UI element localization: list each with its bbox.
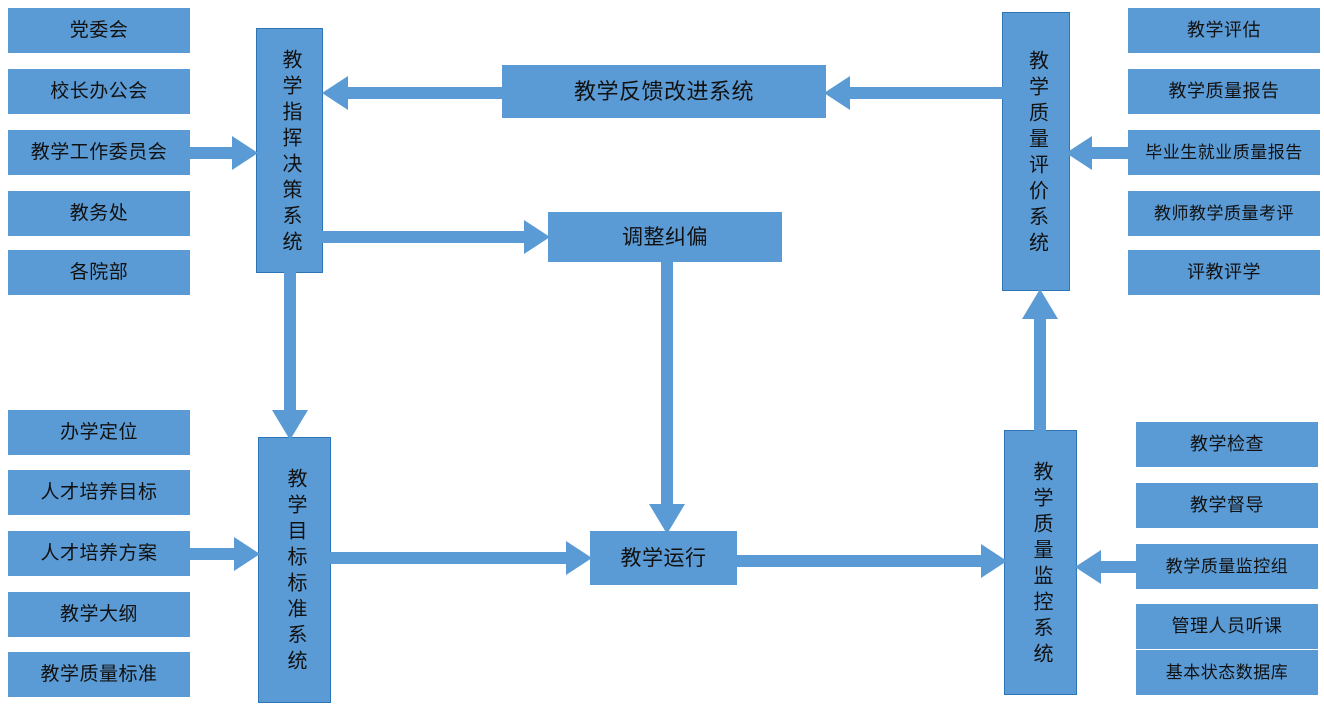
node-command-decision-system[interactable]: 教学指挥决策系统 xyxy=(256,28,323,273)
list-item-left-top-0[interactable]: 党委会 xyxy=(8,8,190,53)
node-quality-evaluation-system[interactable]: 教学质量评价系统 xyxy=(1002,12,1070,291)
list-item-right-bottom-3[interactable]: 管理人员听课 xyxy=(1136,604,1318,649)
arrow-right-bottom-items-to-quality-monitor xyxy=(1075,550,1141,584)
list-item-right-bottom-4[interactable]: 基本状态数据库 xyxy=(1136,650,1318,695)
list-item-left-top-1[interactable]: 校长办公会 xyxy=(8,69,190,114)
arrow-command-to-adjust xyxy=(322,220,550,254)
node-teaching-operation[interactable]: 教学运行 xyxy=(590,531,737,585)
list-item-left-bottom-4[interactable]: 教学质量标准 xyxy=(8,652,190,697)
node-feedback-improvement-system[interactable]: 教学反馈改进系统 xyxy=(502,65,826,118)
list-item-right-top-3[interactable]: 教师教学质量考评 xyxy=(1128,191,1320,236)
list-item-left-bottom-2[interactable]: 人才培养方案 xyxy=(8,531,190,576)
arrow-quality-eval-to-feedback xyxy=(824,76,1004,110)
arrow-goal-standard-to-operation xyxy=(330,541,592,575)
arrow-feedback-to-command xyxy=(322,76,504,110)
node-goal-standard-system[interactable]: 教学目标标准系统 xyxy=(258,437,331,703)
list-item-left-top-2[interactable]: 教学工作委员会 xyxy=(8,130,190,175)
list-item-right-top-2[interactable]: 毕业生就业质量报告 xyxy=(1128,130,1320,175)
node-quality-monitoring-system[interactable]: 教学质量监控系统 xyxy=(1004,430,1077,695)
arrow-adjust-to-operation xyxy=(649,262,685,534)
list-item-right-top-1[interactable]: 教学质量报告 xyxy=(1128,69,1320,114)
arrow-quality-monitor-to-quality-eval xyxy=(1022,289,1058,434)
list-item-left-bottom-1[interactable]: 人才培养目标 xyxy=(8,470,190,515)
arrow-command-to-goal-standard xyxy=(272,272,308,440)
list-item-left-top-3[interactable]: 教务处 xyxy=(8,191,190,236)
list-item-right-bottom-1[interactable]: 教学督导 xyxy=(1136,483,1318,528)
arrow-left-bottom-items-to-goal-standard xyxy=(190,537,260,571)
arrow-right-top-items-to-quality-eval xyxy=(1066,136,1132,170)
arrow-operation-to-quality-monitor xyxy=(735,544,1007,578)
list-item-left-bottom-3[interactable]: 教学大纲 xyxy=(8,592,190,637)
list-item-right-top-4[interactable]: 评教评学 xyxy=(1128,250,1320,295)
list-item-right-top-0[interactable]: 教学评估 xyxy=(1128,8,1320,53)
node-adjustment-correction[interactable]: 调整纠偏 xyxy=(548,212,782,262)
arrow-left-top-items-to-command xyxy=(190,136,258,170)
list-item-left-top-4[interactable]: 各院部 xyxy=(8,250,190,295)
list-item-right-bottom-0[interactable]: 教学检查 xyxy=(1136,422,1318,467)
list-item-left-bottom-0[interactable]: 办学定位 xyxy=(8,410,190,455)
list-item-right-bottom-2[interactable]: 教学质量监控组 xyxy=(1136,544,1318,589)
